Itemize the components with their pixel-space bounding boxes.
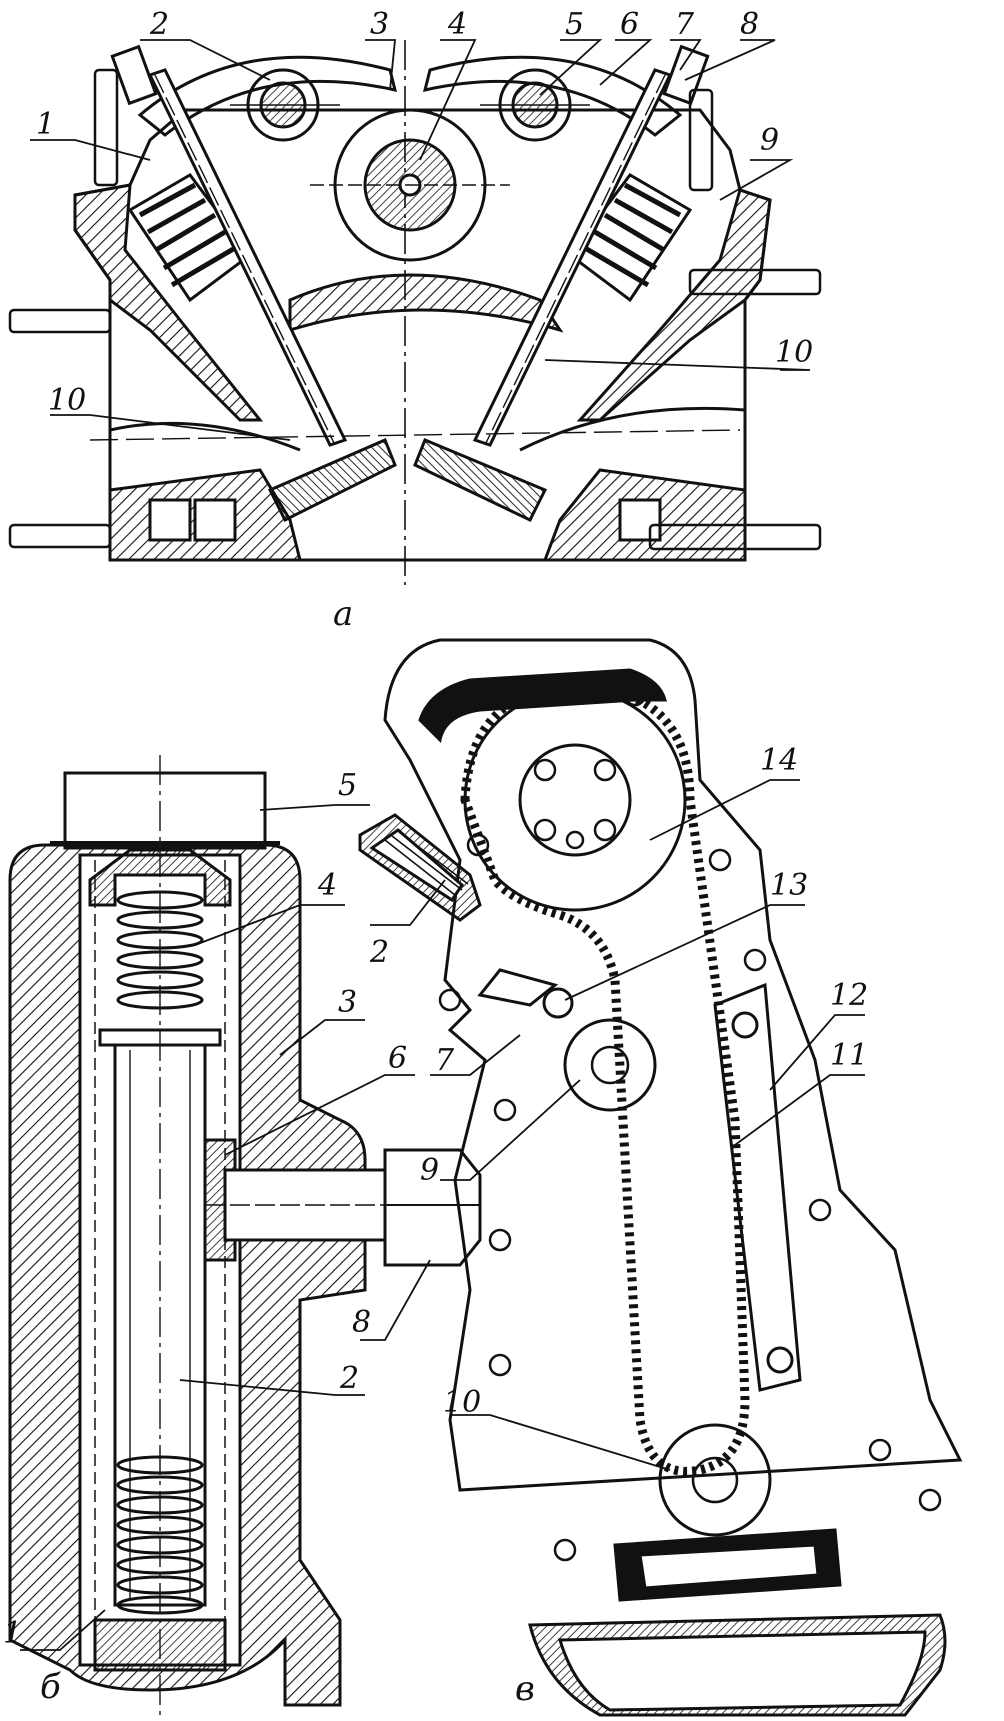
plunger-head (88, 848, 232, 907)
port-right (519, 406, 746, 452)
callout-b-1: 1 (3, 1616, 22, 1651)
chain-damper (713, 982, 802, 1392)
callout-c-12: 12 (830, 978, 868, 1013)
callout-a-3: 3 (370, 7, 389, 42)
port-left-2 (193, 498, 237, 542)
crankshaft-sprocket (658, 1423, 772, 1537)
callout-a-4: 4 (447, 7, 467, 42)
head-right-wall (576, 188, 772, 422)
callout-c-14: 14 (760, 743, 798, 778)
camshaft-sprocket-hub (518, 743, 632, 857)
callout-a-9: 9 (760, 123, 779, 158)
callout-a-7: 7 (675, 7, 695, 42)
callout-a-10-right: 10 (775, 335, 813, 370)
figure-a-cylinder-head: 1 2 3 4 5 6 7 8 9 10 10 а (8, 7, 822, 634)
caption-a: а (333, 594, 353, 634)
leaders-b (20, 804, 431, 1651)
rocker-arm-right (422, 55, 683, 137)
tensioner-lever (477, 968, 559, 1007)
adjust-screw-left (110, 44, 158, 106)
rocker-arm-left (137, 55, 398, 137)
oil-pump-sprocket (563, 1018, 657, 1112)
studs (8, 68, 822, 551)
lower-spring (116, 1455, 204, 1615)
callout-c-7: 7 (435, 1043, 455, 1078)
callout-a-2: 2 (149, 7, 169, 42)
combustion-chamber-roof (288, 273, 564, 333)
figure-b-tensioner: 5 4 3 6 8 2 1 б (3, 755, 482, 1715)
valve-left (147, 68, 397, 523)
callout-b-8: 8 (352, 1305, 371, 1340)
upper-spring (116, 890, 204, 1010)
cover-bolt-holes (438, 683, 942, 1562)
callout-c-2: 2 (369, 935, 389, 970)
callout-c-13: 13 (770, 868, 808, 903)
valve-right (413, 68, 673, 522)
callout-b-4: 4 (317, 868, 337, 903)
plunger-rod (113, 1043, 207, 1607)
callout-c-9: 9 (420, 1153, 439, 1188)
callout-b-6: 6 (388, 1041, 407, 1076)
adjust-screw-right (662, 44, 710, 106)
end-plug (93, 1618, 227, 1672)
timing-chain (460, 680, 750, 1476)
timing-cover-outline (383, 638, 963, 1492)
callout-a-5: 5 (565, 7, 584, 42)
head-left-wall (73, 183, 264, 422)
callout-b-2: 2 (339, 1361, 359, 1396)
caption-v: в (515, 1669, 535, 1709)
port-left-1 (148, 498, 192, 542)
tensioner-pivot (542, 987, 574, 1019)
figure-v-chain-drive: 14 13 2 12 11 7 9 10 в (358, 638, 963, 1717)
port-right-1 (618, 498, 662, 542)
callout-b-5: 5 (338, 768, 357, 803)
callout-a-6: 6 (620, 7, 639, 42)
callout-a-1: 1 (36, 107, 55, 142)
camshaft-sprocket (463, 688, 687, 912)
sprocket-bolts (533, 758, 617, 850)
leaders-a (30, 39, 811, 441)
callout-a-8: 8 (740, 7, 759, 42)
callout-b-3: 3 (338, 985, 357, 1020)
caption-b: б (40, 1667, 61, 1707)
port-left (109, 421, 301, 452)
callout-c-11: 11 (830, 1038, 868, 1073)
tensioner-cap (63, 771, 267, 850)
callout-c-10: 10 (443, 1385, 481, 1420)
leaders-v (370, 779, 865, 1471)
callout-a-10-left: 10 (48, 383, 86, 418)
